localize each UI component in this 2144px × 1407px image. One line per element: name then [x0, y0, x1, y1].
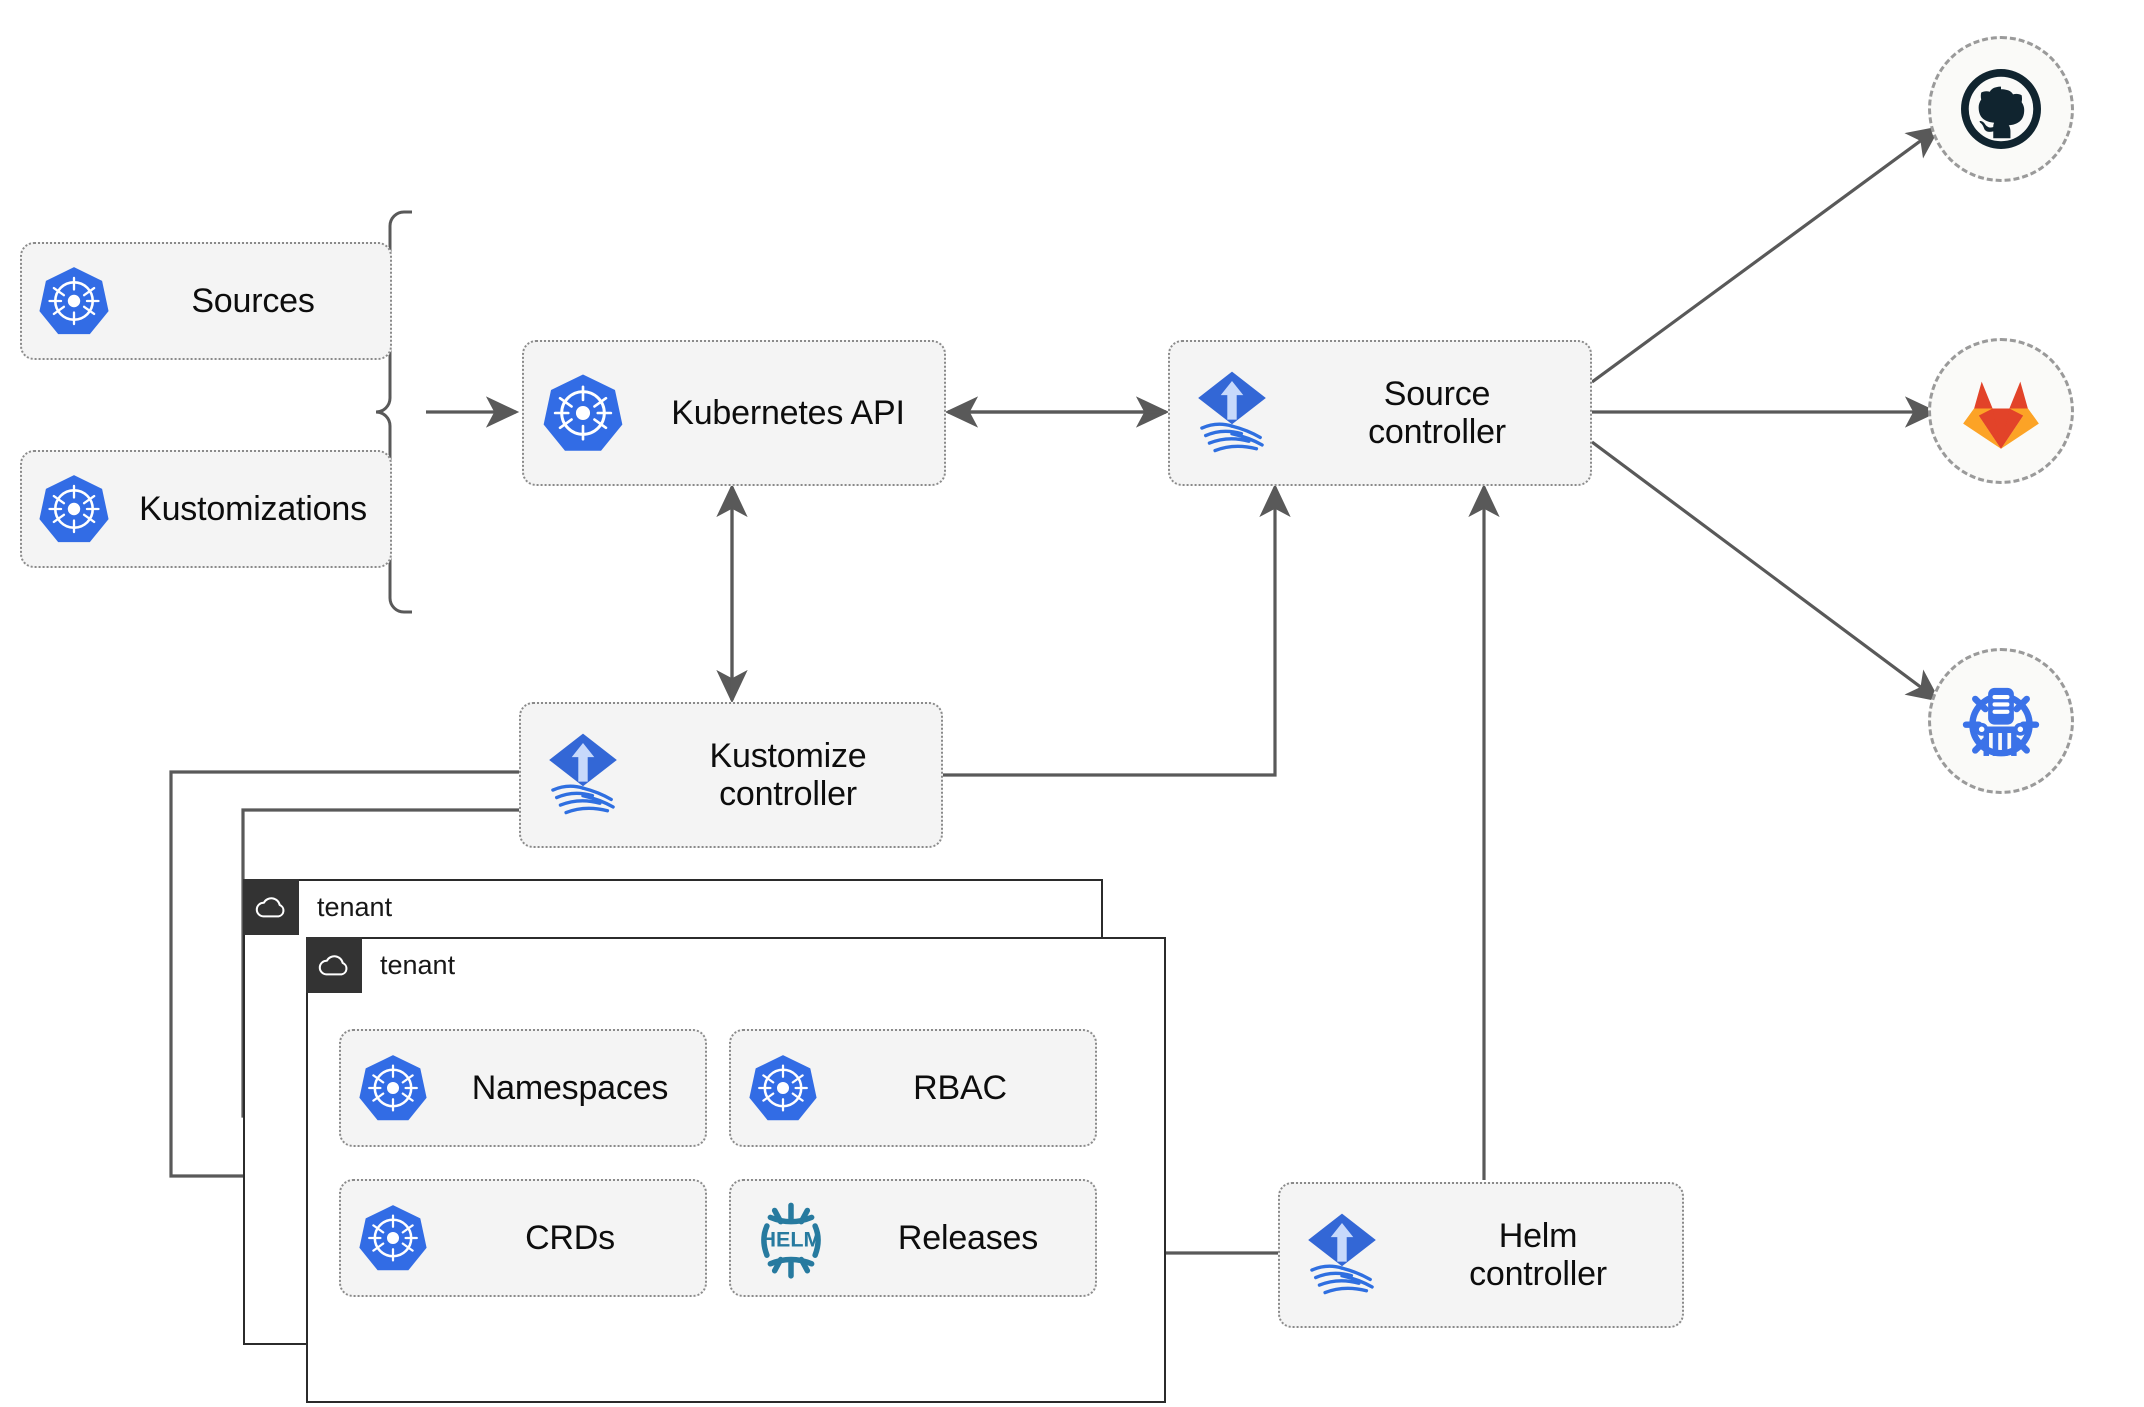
node-label: Kustomize controller: [645, 737, 941, 813]
kubernetes-icon: [22, 265, 126, 337]
flux-icon: [1280, 1208, 1404, 1302]
kubernetes-icon: [22, 473, 126, 545]
github-icon: [1961, 69, 2041, 149]
provider-github[interactable]: [1928, 36, 2074, 182]
tenant-label: tenant: [380, 949, 456, 980]
node-label: RBAC: [913, 1068, 1007, 1107]
node-kustomizations[interactable]: Kustomizations: [20, 450, 392, 568]
node-label: Sources: [191, 281, 315, 320]
tenant-tab: tenant: [243, 879, 392, 935]
node-helm-controller[interactable]: Helm controller: [1278, 1182, 1684, 1328]
node-kustomize-controller[interactable]: Kustomize controller: [519, 702, 943, 848]
cloud-icon: [306, 937, 362, 993]
node-crds[interactable]: CRDs: [339, 1179, 707, 1297]
flux-icon: [521, 728, 645, 822]
node-label-line2: controller: [1368, 413, 1506, 451]
kubernetes-icon: [341, 1203, 445, 1273]
helm-bucket-icon: [1962, 687, 2040, 757]
node-label: Kustomizations: [139, 489, 367, 528]
node-label: Kubernetes API: [671, 393, 905, 432]
provider-gitlab[interactable]: [1928, 338, 2074, 484]
flux-icon: [1170, 366, 1294, 460]
node-namespaces[interactable]: Namespaces: [339, 1029, 707, 1147]
node-label-line1: Source: [1383, 374, 1491, 413]
node-label-line2: controller: [719, 775, 857, 813]
node-rbac[interactable]: RBAC: [729, 1029, 1097, 1147]
tenant-tab: tenant: [306, 937, 455, 993]
node-label-line2: controller: [1469, 1255, 1607, 1293]
node-kubernetes-api[interactable]: Kubernetes API: [522, 340, 946, 486]
node-label: Source controller: [1294, 375, 1590, 451]
tenant-container-inner[interactable]: tenant Namespaces: [306, 937, 1166, 1403]
node-label-line1: Kustomize: [709, 736, 867, 775]
tenant-label: tenant: [317, 891, 393, 922]
node-label: Helm controller: [1404, 1217, 1682, 1293]
cloud-icon: [243, 879, 299, 935]
kubernetes-icon: [341, 1053, 445, 1123]
kubernetes-icon: [731, 1053, 835, 1123]
node-label: Namespaces: [471, 1068, 669, 1107]
kubernetes-icon: [524, 372, 642, 454]
provider-bucket[interactable]: [1928, 648, 2074, 794]
node-sources[interactable]: Sources: [20, 242, 392, 360]
helm-icon: HELM: [731, 1195, 851, 1281]
node-label-line1: Helm: [1498, 1216, 1578, 1255]
node-label: Releases: [897, 1218, 1039, 1257]
node-releases[interactable]: HELM Releases: [729, 1179, 1097, 1297]
node-source-controller[interactable]: Source controller: [1168, 340, 1592, 486]
gitlab-icon: [1963, 381, 2039, 449]
helm-wordmark: HELM: [761, 1228, 822, 1252]
node-label: CRDs: [525, 1218, 615, 1257]
